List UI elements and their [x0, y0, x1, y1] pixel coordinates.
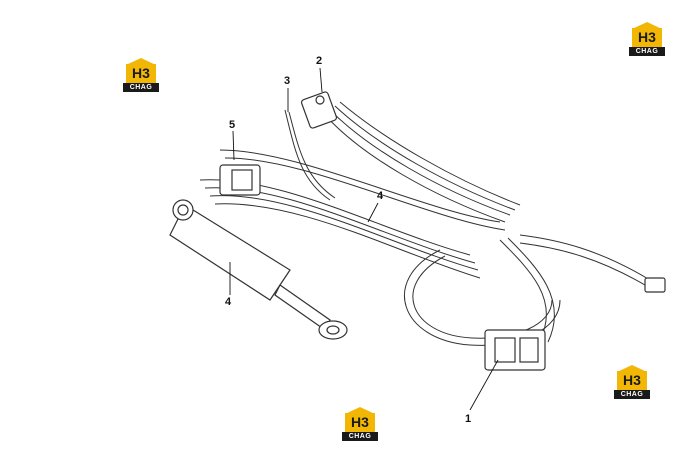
hose-right [519, 242, 651, 289]
hose-right [519, 234, 651, 281]
leader-line-2 [319, 67, 323, 93]
brand-watermark-logo: H3 CHAG [123, 58, 159, 92]
hose-bundle [219, 149, 501, 223]
callout-2: 2 [316, 55, 323, 67]
logo-brand: CHAG [342, 432, 378, 441]
hose-loop [403, 249, 561, 346]
logo-mark: H3 [126, 64, 156, 83]
callout-5: 5 [229, 119, 236, 131]
hose-upper [329, 109, 511, 216]
hydraulic-cylinder [169, 199, 348, 340]
leader-line-1 [469, 359, 499, 411]
callout-1: 1 [465, 413, 472, 425]
hose-bundle [224, 157, 506, 231]
logo-mark: H3 [345, 413, 375, 432]
brand-watermark-logo: H3 CHAG [342, 407, 378, 441]
logo-brand: CHAG [123, 83, 159, 92]
hose-loop [499, 239, 547, 341]
hose-loop [507, 237, 555, 343]
leader-line-5 [232, 130, 235, 161]
electrical-connector [644, 277, 666, 293]
hose-upper [324, 114, 506, 223]
valve-block-5 [219, 164, 261, 196]
hose-bundle [214, 203, 481, 279]
callout-4-upper: 4 [377, 190, 384, 202]
brand-watermark-logo: H3 CHAG [614, 365, 650, 399]
logo-mark: H3 [617, 371, 647, 390]
leader-line-4-upper [367, 202, 379, 223]
callout-3: 3 [284, 75, 291, 87]
valve-block-2 [300, 91, 338, 129]
hose-thin [288, 111, 336, 199]
logo-mark: H3 [632, 28, 662, 47]
hose-thin [284, 109, 331, 201]
valve-block-1 [484, 329, 546, 371]
callout-4-lower: 4 [225, 296, 232, 308]
hose-upper [334, 105, 516, 211]
hose-upper [339, 101, 521, 206]
hose-bundle [209, 195, 479, 271]
hose-loop [412, 255, 553, 339]
brand-watermark-logo: H3 CHAG [629, 22, 665, 56]
logo-brand: CHAG [629, 47, 665, 56]
logo-brand: CHAG [614, 390, 650, 399]
